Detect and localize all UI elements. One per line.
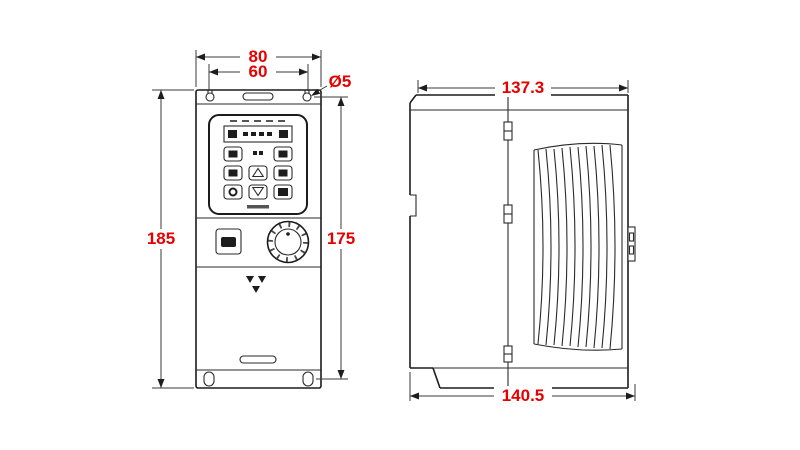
dimension-height-mounting: 175 (327, 229, 355, 248)
indicator-mark (253, 151, 257, 155)
heatsink-fins (533, 142, 623, 351)
bottom-mount-slot-left (203, 371, 215, 387)
terminal-block-bump (627, 226, 636, 262)
knob-knurl-ring (268, 222, 308, 262)
button-glyph (278, 150, 288, 158)
dimension-height-overall: 185 (147, 229, 175, 248)
dimension-depth-bottom-group: 140.5 (409, 372, 636, 405)
display-legend-marks (230, 120, 285, 122)
dimension-depth-bottom: 140.5 (502, 386, 545, 405)
knob-marker-dot (286, 232, 290, 236)
reset-button (223, 184, 243, 200)
potentiometer-knob (266, 220, 310, 264)
reset-icon (228, 187, 238, 197)
button-glyph (278, 169, 288, 177)
mounting-keyhole-right (302, 90, 312, 102)
keypad-buttons (223, 146, 293, 200)
dimension-hole-diameter-group: Ø5 (311, 72, 351, 96)
dimension-annotations: 80 60 Ø5 185 (143, 47, 636, 405)
bottom-mount-slot-right (302, 371, 314, 387)
front-view (195, 89, 322, 389)
side-view (409, 94, 636, 389)
bottom-vent-slot (239, 355, 277, 364)
indicator-mark (259, 151, 263, 155)
button-glyph (228, 169, 238, 177)
port-cover-button (215, 228, 242, 255)
dimension-height-mounting-group: 175 (314, 96, 359, 380)
din-rail-notch (410, 194, 417, 217)
dimension-width-overall-group: 80 (195, 47, 322, 87)
keypad-label-mark (247, 205, 269, 209)
dimension-depth-top-group: 137.3 (417, 78, 629, 97)
dimension-width-overall: 80 (249, 47, 268, 66)
dimension-width-mounting: 60 (249, 62, 268, 81)
mounting-keyhole-left (205, 90, 215, 102)
mount-plate-slots (503, 121, 513, 363)
keypad-panel (208, 114, 308, 215)
side-body-outline (409, 94, 629, 389)
dimension-hole-diameter: Ø5 (329, 72, 352, 91)
button-glyph (278, 188, 288, 196)
led-display (223, 125, 293, 143)
dimension-depth-top: 137.3 (502, 78, 545, 97)
vent-triangle-marks (246, 276, 266, 293)
dimension-height-overall-group: 185 (143, 89, 194, 389)
top-vent-slot (242, 92, 274, 101)
button-glyph (228, 150, 238, 158)
up-arrow-icon (251, 167, 265, 178)
dimension-width-mounting-group: 60 (208, 62, 309, 91)
down-arrow-icon (251, 186, 265, 197)
